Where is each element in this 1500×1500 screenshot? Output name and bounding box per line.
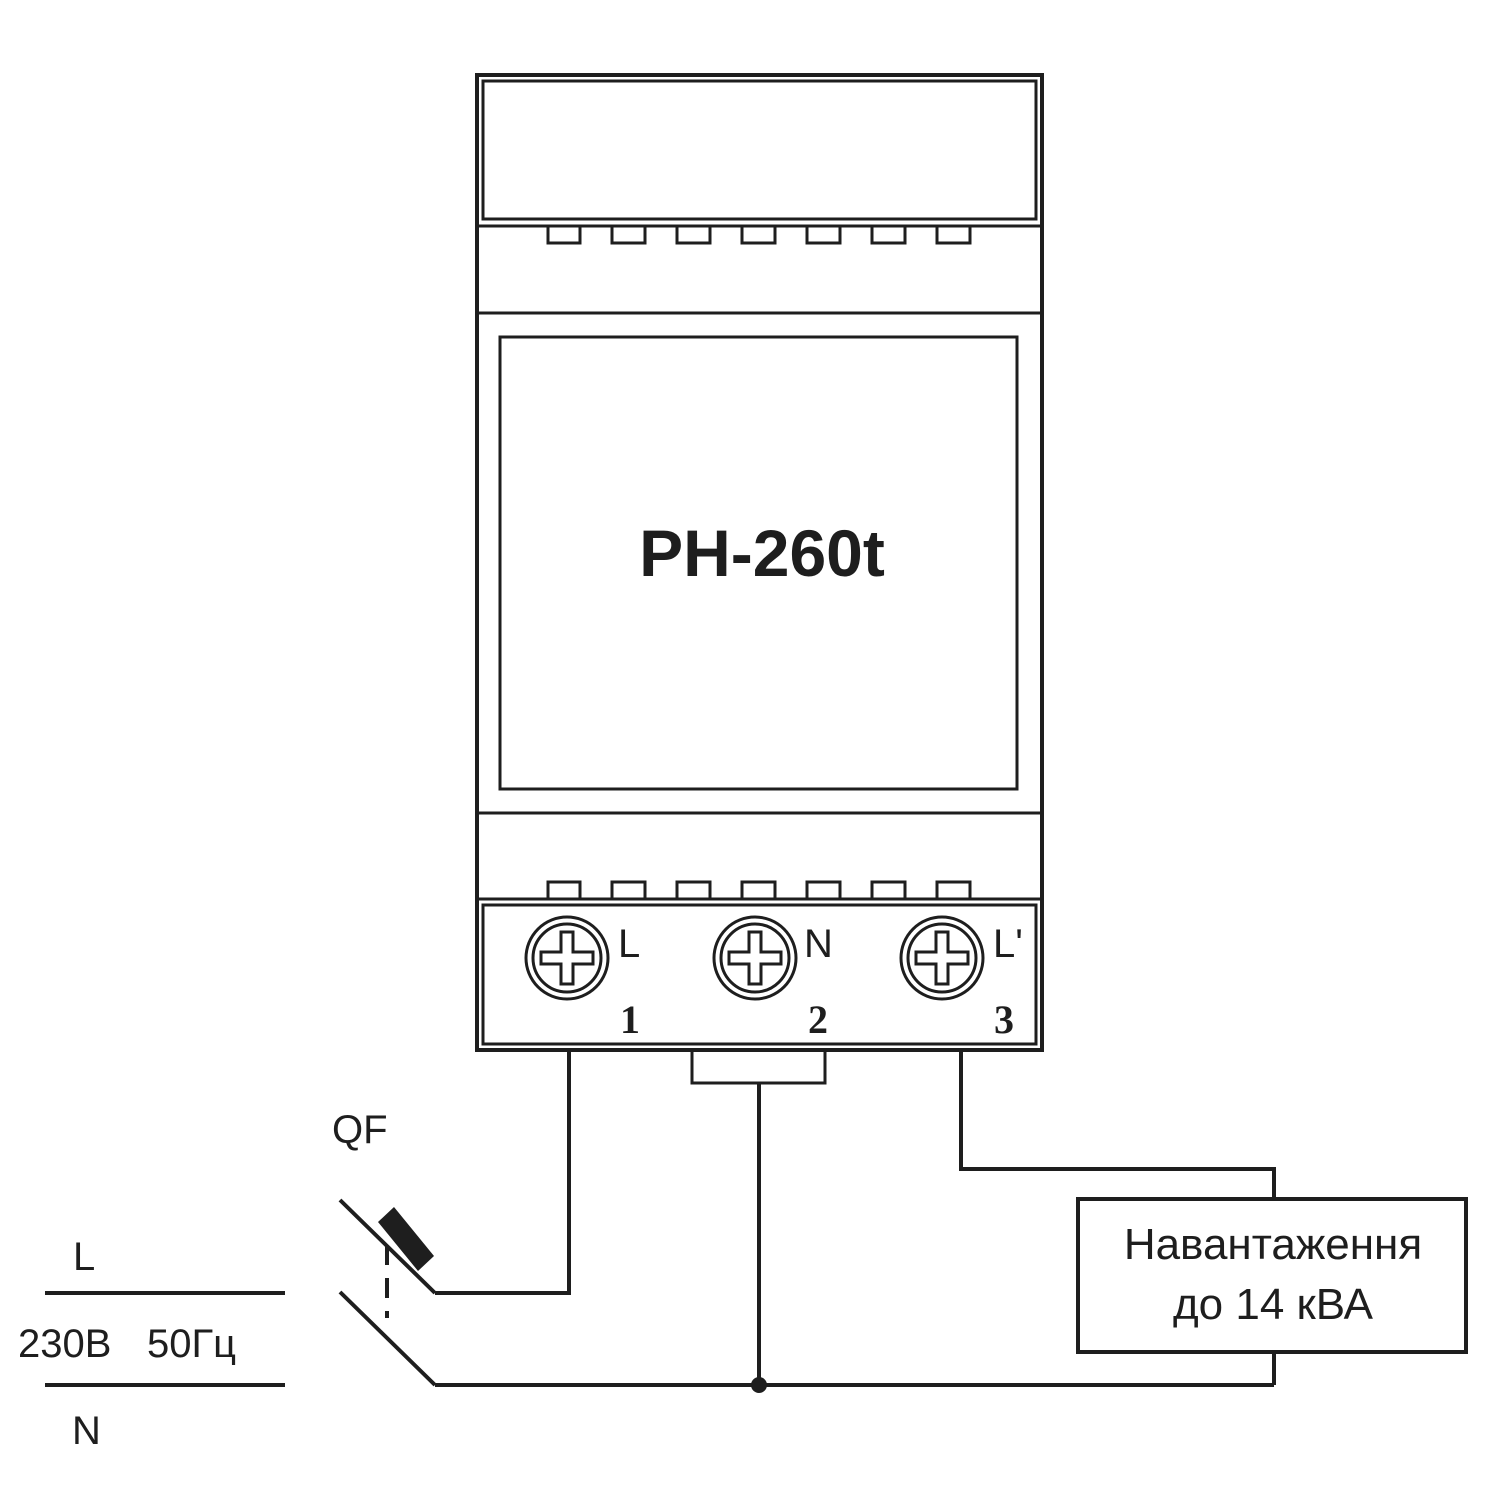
top-cover bbox=[481, 79, 1038, 221]
device-housing bbox=[475, 73, 1044, 1085]
din-clip bbox=[690, 1048, 827, 1085]
terminal-1-number: 1 bbox=[620, 997, 640, 1042]
screw-icon bbox=[899, 915, 985, 1001]
terminal-3-label: L' bbox=[993, 922, 1023, 966]
terminal-2-label: N bbox=[804, 922, 833, 966]
wires bbox=[435, 1050, 1276, 1387]
wire-load-line bbox=[959, 1050, 1276, 1199]
terminal-1[interactable] bbox=[524, 915, 610, 1001]
terminal-block bbox=[481, 903, 1038, 1046]
terminal-2[interactable] bbox=[712, 915, 798, 1001]
load-label-line1: Навантаження bbox=[1124, 1220, 1422, 1269]
breaker-qf[interactable] bbox=[338, 1198, 437, 1387]
supply-frequency: 50Гц bbox=[147, 1322, 236, 1366]
load-box bbox=[1076, 1197, 1468, 1354]
front-panel bbox=[498, 335, 1019, 791]
top-teeth bbox=[546, 226, 972, 245]
breaker-label: QF bbox=[332, 1108, 388, 1152]
screw-icon bbox=[524, 915, 610, 1001]
junction-dot bbox=[751, 1377, 767, 1393]
supply-l-label: L bbox=[73, 1235, 95, 1279]
breaker-contact-lower bbox=[338, 1290, 437, 1387]
terminal-3[interactable] bbox=[899, 915, 985, 1001]
load-label-line2: до 14 кВА bbox=[1173, 1280, 1374, 1329]
supply-voltage: 230В bbox=[18, 1322, 111, 1366]
terminal-3-number: 3 bbox=[994, 997, 1014, 1042]
bottom-teeth bbox=[546, 880, 972, 899]
supply-n-label: N bbox=[72, 1409, 101, 1453]
device-model: РН-260t bbox=[639, 516, 885, 590]
breaker-actuator-icon bbox=[378, 1207, 434, 1271]
wire-line-in bbox=[435, 1050, 571, 1295]
terminal-1-label: L bbox=[618, 922, 640, 966]
terminal-2-number: 2 bbox=[808, 997, 828, 1042]
screw-icon bbox=[712, 915, 798, 1001]
